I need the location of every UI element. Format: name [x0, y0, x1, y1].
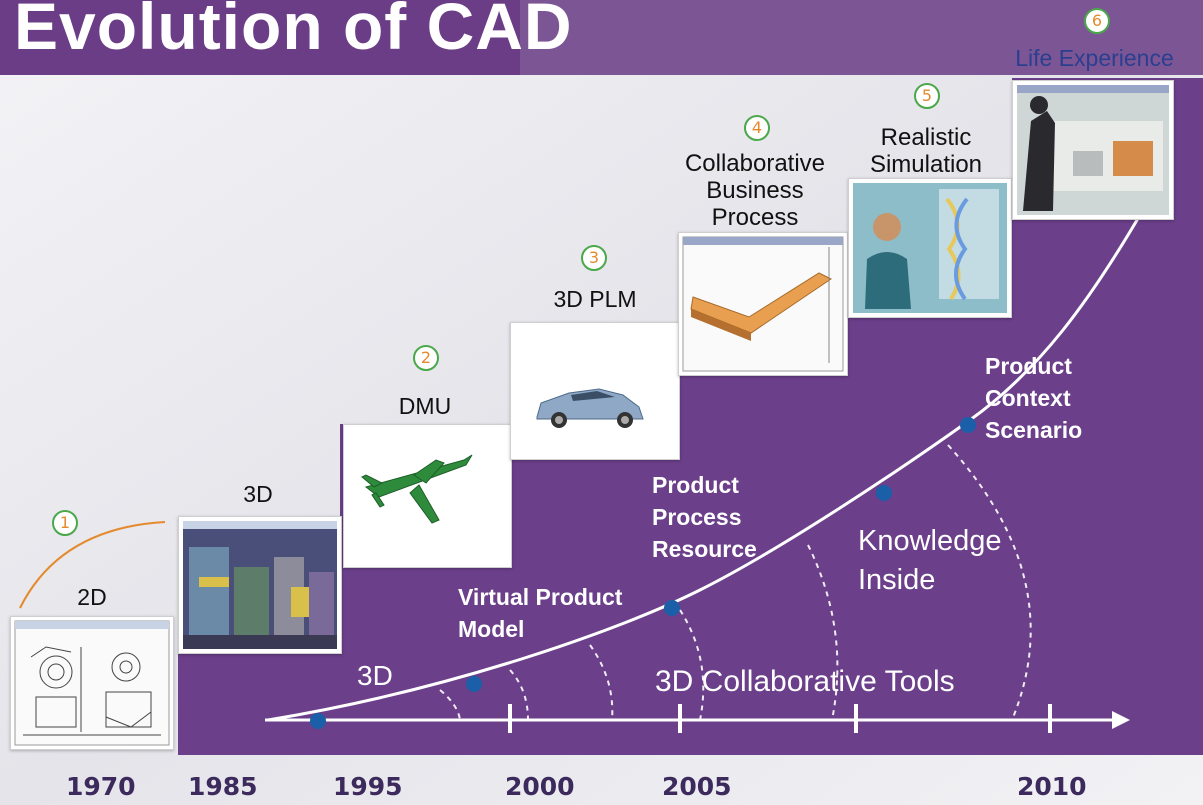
- virtual-reality-room-icon: [1017, 85, 1169, 215]
- stage-life-experience-label: Life Experience: [1015, 45, 1174, 71]
- stage-2d-image: [10, 616, 174, 750]
- year-1985: 1985: [188, 772, 258, 801]
- stage-dmu-label: DMU: [398, 393, 452, 419]
- collaborative-model-icon: [682, 236, 844, 372]
- curve-label-product-context-scenario: Product Context Scenario: [985, 350, 1082, 446]
- stage-2-number: 2: [413, 345, 439, 371]
- year-2000: 2000: [505, 772, 575, 801]
- dashed-arc-6: [947, 444, 1032, 721]
- dashed-arc-5: [807, 544, 839, 721]
- stage-collaborative-line-2: Business: [706, 177, 804, 204]
- stage-5-number: 5: [914, 83, 940, 109]
- curve-label-virtual-product-model: Virtual Product Model: [458, 581, 622, 645]
- curve-dot-3: [664, 600, 680, 616]
- curve-label-product-process-resource: Product Process Resource: [652, 469, 757, 565]
- year-1970: 1970: [66, 772, 136, 801]
- dashed-arc-1: [439, 689, 461, 721]
- curve-label-collaborative-tools: 3D Collaborative Tools: [655, 665, 955, 698]
- year-2010: 2010: [1017, 772, 1087, 801]
- pcs-line-3: Scenario: [985, 417, 1083, 443]
- stage-3d-label: 3D: [243, 481, 273, 507]
- stage-3-number: 3: [581, 245, 607, 271]
- stage-simulation-line-2: Simulation: [869, 151, 983, 178]
- stage-simulation-line-1: Realistic: [880, 124, 972, 151]
- 3d-model-scene-icon: [183, 521, 337, 649]
- stage-life-experience-image: [1012, 80, 1174, 220]
- timeline-arrowhead: [1112, 711, 1130, 729]
- pcs-line-2: Context: [985, 385, 1071, 411]
- stage-1-arc: [19, 521, 166, 609]
- dashed-arc-3: [589, 644, 614, 721]
- dashed-arc-4: [679, 609, 705, 721]
- curve-dot-1: [310, 713, 326, 729]
- stage-3d-image: [178, 516, 342, 654]
- airplane-icon: [344, 425, 511, 567]
- ppr-line-1: Product: [652, 472, 739, 498]
- knowledge-inside-line-2: Inside: [858, 564, 936, 596]
- virtual-product-model-line-2: Model: [458, 616, 525, 642]
- stage-3dplm-image: [510, 322, 680, 460]
- knowledge-inside-line-1: Knowledge: [858, 525, 1002, 557]
- ppr-line-2: Process: [652, 504, 742, 530]
- curve-dot-4: [876, 485, 892, 501]
- stage-6-number: 6: [1084, 8, 1110, 34]
- curve-label-3d: 3D: [357, 660, 393, 691]
- curve-dot-5: [960, 417, 976, 433]
- stage-collaborative-line-3: Process: [711, 204, 799, 231]
- stage-2d-label: 2D: [77, 584, 107, 610]
- page-title: Evolution of CAD: [14, 0, 573, 63]
- curve-dot-2: [466, 676, 482, 692]
- virtual-product-model-line-1: Virtual Product: [458, 584, 623, 610]
- pcs-line-1: Product: [985, 353, 1072, 379]
- engineering-drawing-icon: [14, 620, 170, 746]
- car-icon: [511, 323, 679, 459]
- stage-dmu-image: [343, 424, 512, 568]
- stage-collaborative-label: Collaborative Business Process: [660, 150, 850, 231]
- stage-simulation-image: [848, 178, 1012, 318]
- growth-curve: [267, 214, 1142, 722]
- stage-4-number: 4: [744, 115, 770, 141]
- stage-collaborative-image: [678, 232, 848, 376]
- stage-3dplm-label: 3D PLM: [553, 286, 637, 312]
- stage-1-number: 1: [52, 510, 78, 536]
- year-1995: 1995: [333, 772, 403, 801]
- dashed-arc-2: [509, 669, 529, 721]
- curve-label-knowledge-inside: Knowledge Inside: [858, 522, 1002, 600]
- simulation-person-icon: [853, 183, 1007, 313]
- stage-collaborative-line-1: Collaborative: [684, 150, 826, 177]
- ppr-line-3: Resource: [652, 536, 757, 562]
- year-2005: 2005: [662, 772, 732, 801]
- stage-simulation-label: Realistic Simulation: [848, 124, 1004, 178]
